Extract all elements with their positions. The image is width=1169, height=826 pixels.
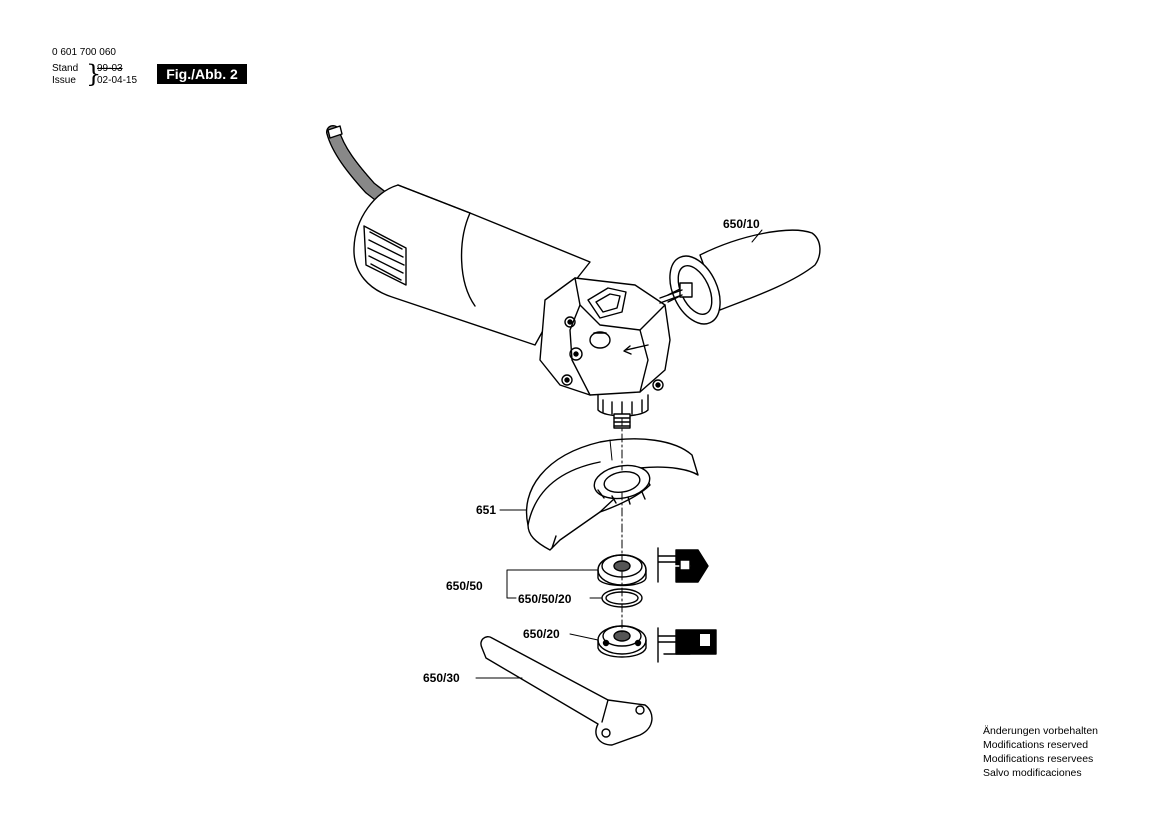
label-650-10: 650/10 [723,217,760,231]
modifications-notice: Änderungen vorbehalten Modifications res… [983,724,1098,780]
label-651: 651 [476,503,496,517]
figure-badge: Fig./Abb. 2 [157,64,247,84]
auxiliary-handle-illustration [659,229,821,325]
brace-glyph: } [86,60,102,88]
issue-date: 02-04-15 [97,75,138,86]
mounting-flange-illustration [597,554,647,587]
label-650-20: 650/20 [523,627,560,641]
label-650-30: 650/30 [423,671,460,685]
leader-650-20 [569,633,599,641]
notice-line-en: Modifications reserved [983,739,1089,751]
spanner-illustration [480,636,653,746]
grinder-motor-housing [353,184,591,346]
leader-650-10 [751,229,763,243]
label-650-50: 650/50 [446,579,483,593]
label-650-50-20: 650/50/20 [518,592,572,606]
flange-detail-inset [657,547,709,583]
notice-line-es: Salvo modificaciones [983,767,1082,779]
notice-line-fr: Modifications reservees [983,753,1094,765]
leader-650-50 [506,569,599,599]
guard-illustration [525,438,699,551]
stand-label: Stand [52,63,79,74]
part-number: 0 601 700 060 [52,47,116,58]
grinder-gear-head [539,277,671,429]
old-date: 99-03 [97,63,123,74]
power-cord-illustration [326,125,399,212]
nut-detail-inset [657,627,717,663]
notice-line-de: Änderungen vorbehalten [983,725,1099,737]
issue-label: Issue [52,75,76,86]
